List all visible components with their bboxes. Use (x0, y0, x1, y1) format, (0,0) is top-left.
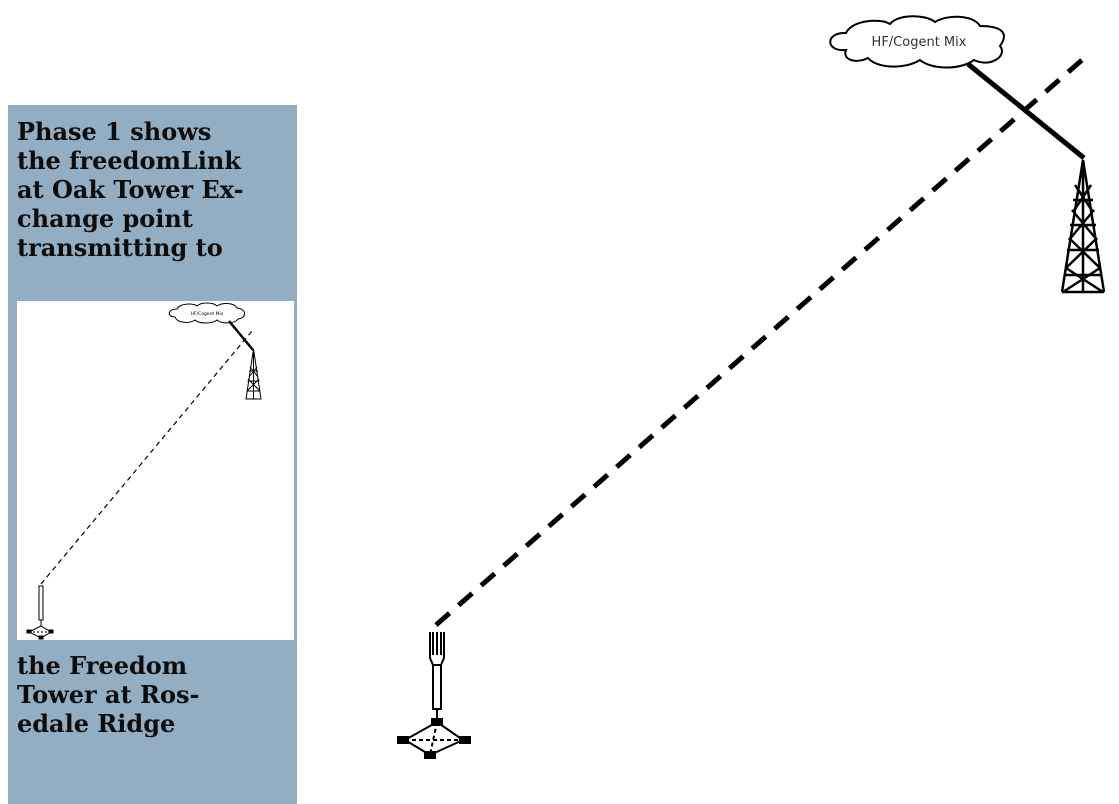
thumb-pole-antenna-icon (26, 585, 54, 640)
caption-panel: Phase 1 shows the freedomLink at Oak Tow… (8, 105, 297, 804)
lattice-tower-icon (1060, 159, 1106, 294)
diagram-thumbnail: HF/Cogent Mix (17, 301, 294, 640)
cloud-label: HF/Cogent Mix (872, 35, 967, 50)
solid-link (966, 62, 1086, 160)
thumb-cloud-icon: HF/Cogent Mix (168, 302, 246, 324)
caption-bottom-text: the Freedom Tower at Ros- edale Ridge (17, 651, 200, 738)
dashed-link (434, 58, 1084, 627)
cloud-icon: HF/Cogent Mix (829, 15, 1005, 69)
pole-antenna-icon (397, 632, 471, 759)
thumbnail-svg: HF/Cogent Mix (26, 302, 262, 640)
caption-top-text: Phase 1 shows the freedomLink at Oak Tow… (17, 117, 244, 262)
thumb-solid-link (228, 320, 254, 351)
thumb-cloud-label: HF/Cogent Mix (191, 311, 224, 317)
thumb-lattice-tower-icon (245, 348, 262, 400)
thumb-dashed-link (40, 330, 253, 585)
